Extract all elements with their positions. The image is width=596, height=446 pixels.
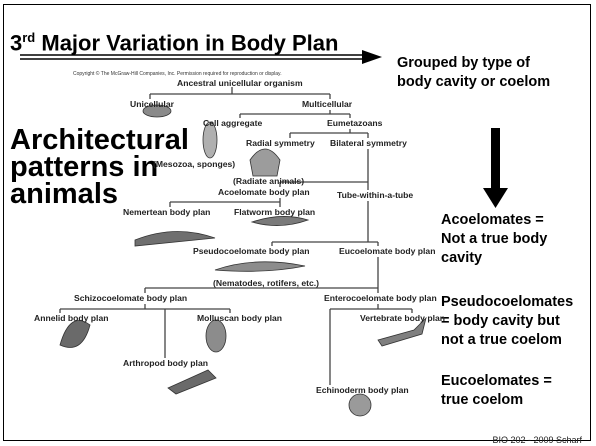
organism-sketches [60, 105, 426, 416]
label-arthropod: Arthropod body plan [123, 358, 208, 368]
annelid-icon [60, 321, 90, 348]
title-arrow-icon [20, 50, 382, 64]
tree-lines [60, 87, 412, 385]
label-multicellular: Multicellular [302, 99, 352, 109]
label-annelid: Annelid body plan [34, 313, 108, 323]
label-nematodes: (Nematodes, rotifers, etc.) [213, 278, 319, 288]
label-schizocoelomate: Schizocoelomate body plan [74, 293, 187, 303]
label-radiate: (Radiate animals) [233, 176, 304, 186]
label-eucoelomate: Eucoelomate body plan [339, 246, 435, 256]
arthropod-icon [168, 370, 216, 394]
label-vertebrate: Vertebrate body plan [360, 313, 445, 323]
echinoderm-icon [349, 394, 371, 416]
label-echinoderm: Echinoderm body plan [316, 385, 409, 395]
label-flatworm: Flatworm body plan [234, 207, 315, 217]
jellyfish-icon [250, 149, 280, 176]
figure-copyright: Copyright © The McGraw-Hill Companies, I… [73, 71, 282, 77]
label-pseudocoelomate: Pseudocoelomate body plan [193, 246, 310, 256]
down-arrow-icon [483, 128, 508, 208]
label-bilateral-symmetry: Bilateral symmetry [330, 138, 407, 148]
label-molluscan: Molluscan body plan [197, 313, 282, 323]
nemertean-icon [135, 231, 215, 246]
label-cell-aggregate: Cell aggregate [203, 118, 262, 128]
label-radial-symmetry: Radial symmetry [246, 138, 315, 148]
flatworm-icon [252, 216, 308, 225]
label-tube: Tube-within-a-tube [337, 190, 413, 200]
nematode-icon [215, 262, 305, 272]
label-mesozoa: (Mesozoa, sponges) [153, 159, 235, 169]
label-eumetazoans: Eumetazoans [327, 118, 382, 128]
label-nemertean: Nemertean body plan [123, 207, 210, 217]
label-acoelomate: Acoelomate body plan [218, 187, 310, 197]
label-root: Ancestral unicellular organism [177, 78, 303, 88]
label-unicellular: Unicellular [130, 99, 174, 109]
mollusc-icon [206, 320, 226, 352]
label-enterocoelomate: Enterocoelomate body plan [324, 293, 437, 303]
